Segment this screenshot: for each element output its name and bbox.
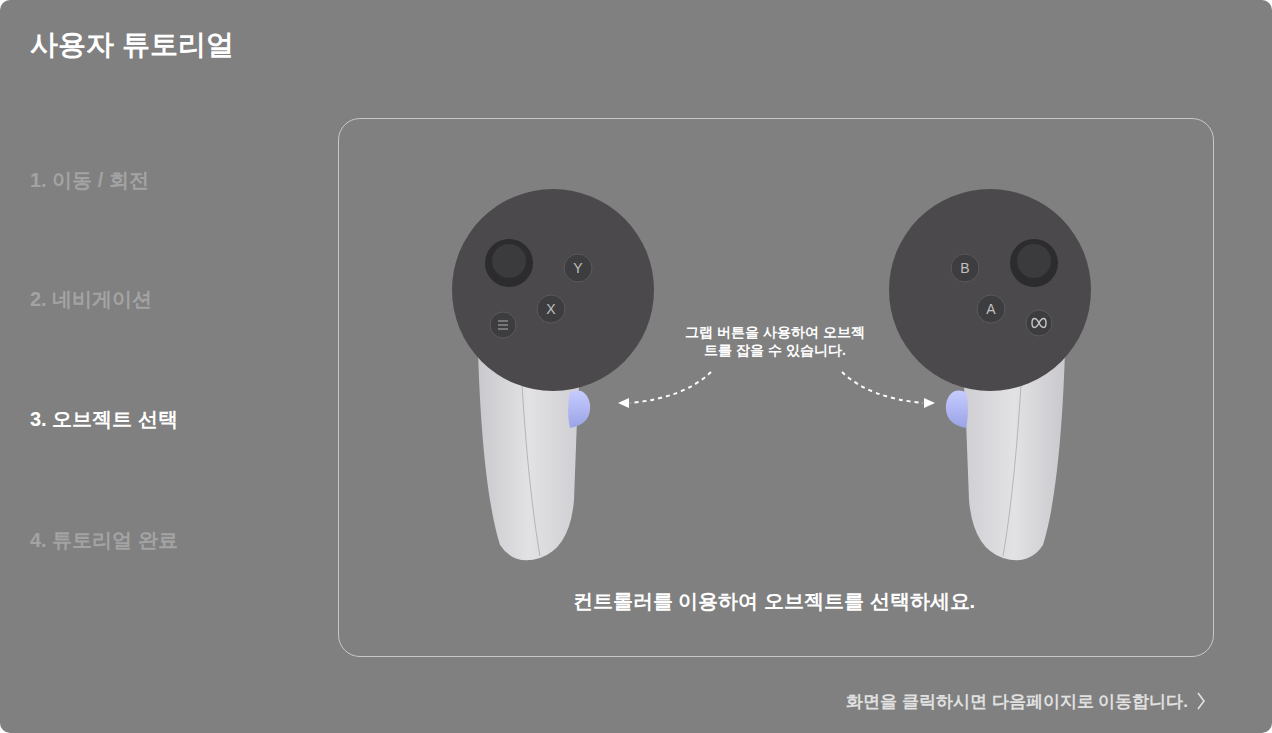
grab-button xyxy=(946,391,968,429)
menu-item: 4. 튜토리얼 완료 xyxy=(30,527,178,554)
button-letter: X xyxy=(546,301,555,317)
left-controller-head xyxy=(452,189,654,391)
pointer-arrow xyxy=(618,372,935,408)
button-letter: A xyxy=(986,301,995,317)
menu-item: 2. 네비게이션 xyxy=(30,286,152,313)
menu-item: 1. 이동 / 회전 xyxy=(30,167,149,194)
grab-callout: 그랩 버튼을 사용하여 오브젝트를 잡을 수 있습니다. xyxy=(680,324,870,359)
right-controller-head xyxy=(889,189,1091,391)
button-letter: Y xyxy=(573,260,582,276)
button-letter: B xyxy=(960,260,969,276)
content-panel: 컨트롤러를 이용하여 오브젝트를 선택하세요. xyxy=(338,118,1214,657)
page-title: 사용자 튜토리얼 xyxy=(30,26,234,64)
instruction-text: 컨트롤러를 이용하여 오브젝트를 선택하세요. xyxy=(573,588,975,615)
grab-button xyxy=(568,391,590,429)
next-chevron xyxy=(1198,693,1204,709)
menu-item-active: 3. 오브젝트 선택 xyxy=(30,406,178,433)
next-hint: 화면을 클릭하시면 다음페이지로 이동합니다. xyxy=(846,690,1188,713)
